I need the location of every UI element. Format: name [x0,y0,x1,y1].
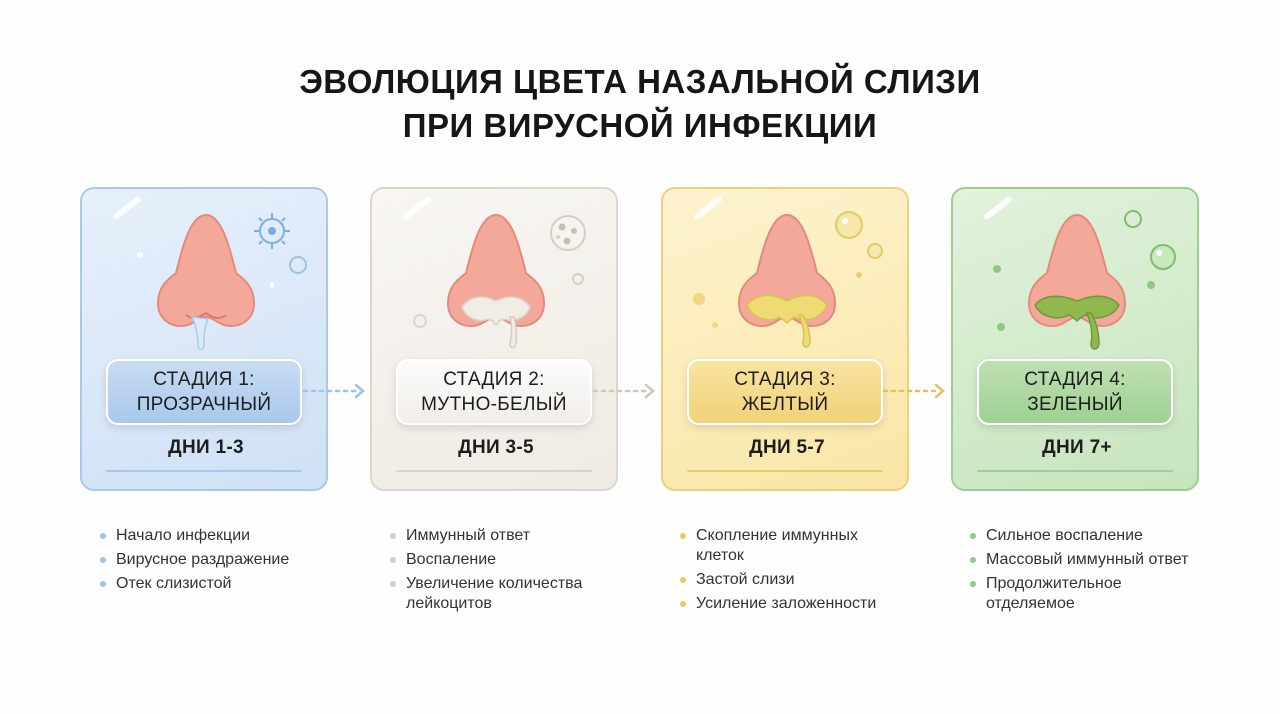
stage-days: ДНИ 5-7 [749,437,825,458]
virus-icon [254,213,290,249]
page-title: ЭВОЛЮЦИЯ ЦВЕТА НАЗАЛЬНОЙ СЛИЗИ ПРИ ВИРУС… [0,60,1280,148]
nose-illustration [693,211,883,348]
list-item: Массовый иммунный ответ [968,550,1198,570]
arrow-right-icon [302,383,365,399]
list-item: Увеличение количества лейкоцитов [388,574,618,614]
list-item: Воспаление [388,550,618,570]
stage-card-1: СТАДИЯ 1: ПРОЗРАЧНЫЙ ДНИ 1-3 [80,187,328,491]
stage-label: СТАДИЯ 4: ЗЕЛЕНЫЙ [977,359,1173,425]
bullet-dot-icon [390,533,396,539]
bullet-dot-icon [970,557,976,563]
bullet-dot-icon [390,557,396,563]
stage-number: СТАДИЯ 3: [734,369,836,390]
bullet-dot-icon [100,557,106,563]
divider [977,470,1173,472]
stage-days: ДНИ 7+ [1042,437,1112,458]
list-item: Иммунный ответ [388,526,618,546]
list-item: Застой слизи [678,570,908,590]
stage-1-bullets: Начало инфекции Вирусное раздражение Оте… [98,526,328,598]
nose-illustration [137,213,307,351]
stage-days: ДНИ 3-5 [458,437,534,458]
bullet-dot-icon [390,581,396,587]
stage-number: СТАДИЯ 4: [1024,369,1126,390]
list-item: Вирусное раздражение [98,550,328,570]
bullet-dot-icon [970,581,976,587]
stage-number: СТАДИЯ 1: [153,369,255,390]
title-line-2: ПРИ ВИРУСНОЙ ИНФЕКЦИИ [402,107,878,144]
divider [687,470,883,472]
cells-icon [550,215,586,251]
stage-card-4: СТАДИЯ 4: ЗЕЛЕНЫЙ ДНИ 7+ [951,187,1199,491]
bullet-dot-icon [680,577,686,583]
stage-3-bullets: Скопление иммунных клеток Застой слизи У… [678,526,908,618]
bullet-dot-icon [100,533,106,539]
arrow-right-icon [882,383,945,399]
stage-card-2: СТАДИЯ 2: МУТНО-БЕЛЫЙ ДНИ 3-5 [370,187,618,491]
list-item: Сильное воспаление [968,526,1198,546]
nose-illustration [413,213,586,349]
bubbles-icon [1124,210,1176,289]
stage-days: ДНИ 1-3 [168,437,244,458]
stage-2-bullets: Иммунный ответ Воспаление Увеличение кол… [388,526,618,618]
stage-number: СТАДИЯ 2: [443,369,545,390]
bubbles-icon [835,211,883,278]
nose-illustration [993,210,1176,350]
stage-color-name: МУТНО-БЕЛЫЙ [421,394,567,415]
divider [396,470,592,472]
stage-label: СТАДИЯ 1: ПРОЗРАЧНЫЙ [106,359,302,425]
bullet-dot-icon [680,533,686,539]
stage-card-3: СТАДИЯ 3: ЖЕЛТЫЙ ДНИ 5-7 [661,187,909,491]
arrow-right-icon [592,383,655,399]
title-line-1: ЭВОЛЮЦИЯ ЦВЕТА НАЗАЛЬНОЙ СЛИЗИ [299,63,981,100]
stage-label: СТАДИЯ 3: ЖЕЛТЫЙ [687,359,883,425]
list-item: Отек слизистой [98,574,328,594]
bullet-dot-icon [680,601,686,607]
stage-color-name: ЗЕЛЕНЫЙ [1027,394,1123,415]
stage-4-bullets: Сильное воспаление Массовый иммунный отв… [968,526,1198,618]
list-item: Усиление заложенности [678,594,908,614]
bullet-dot-icon [100,581,106,587]
stage-label: СТАДИЯ 2: МУТНО-БЕЛЫЙ [396,359,592,425]
list-item: Скопление иммунных клеток [678,526,908,566]
stage-color-name: ЖЕЛТЫЙ [741,394,829,415]
divider [106,470,302,472]
list-item: Продолжительное отделяемое [968,574,1198,614]
bullet-dot-icon [970,533,976,539]
list-item: Начало инфекции [98,526,328,546]
stage-color-name: ПРОЗРАЧНЫЙ [136,394,272,415]
